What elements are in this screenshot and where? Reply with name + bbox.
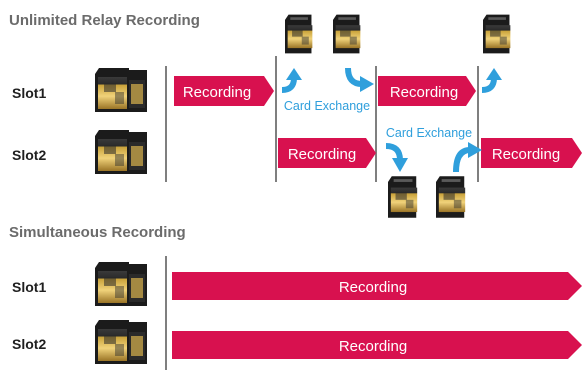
sd-card-icon xyxy=(285,14,313,54)
simultaneous-slot2-label: Slot2 xyxy=(12,336,47,352)
simultaneous-slot1-recording-arrow: Recording xyxy=(172,272,582,300)
slot2-card-pair-icon xyxy=(95,130,147,174)
simultaneous-slot2-card-pair-icon xyxy=(95,320,147,364)
card-eject-arrow-icon xyxy=(281,68,302,93)
relay-slot2-label: Slot2 xyxy=(12,147,47,163)
sd-card-icon xyxy=(333,14,361,54)
slot1-card-pair-icon xyxy=(95,68,147,112)
relay-slot1-recording-arrow-1: Recording xyxy=(174,76,274,106)
card-eject-arrow-icon xyxy=(481,68,502,93)
sd-card-icon xyxy=(483,14,511,54)
recording-label: Recording xyxy=(492,146,560,163)
sd-card-icon xyxy=(388,176,418,218)
card-insert-arrow-icon xyxy=(385,143,408,172)
relay-section-title: Unlimited Relay Recording xyxy=(9,12,200,29)
relay-slot2-recording-arrow-2: Recording xyxy=(481,138,582,168)
recording-label: Recording xyxy=(339,279,407,296)
relay-slot1-recording-arrow-2: Recording xyxy=(378,76,476,106)
recording-label: Recording xyxy=(288,146,356,163)
recording-label: Recording xyxy=(183,84,251,101)
card-exchange-label: Card Exchange xyxy=(284,99,370,113)
simultaneous-section-title: Simultaneous Recording xyxy=(9,224,186,241)
recording-label: Recording xyxy=(339,338,407,355)
relay-slot2-recording-arrow-1: Recording xyxy=(278,138,376,168)
simultaneous-slot1-label: Slot1 xyxy=(12,279,47,295)
card-insert-arrow-icon xyxy=(345,67,374,92)
simultaneous-slot2-recording-arrow: Recording xyxy=(172,331,582,359)
relay-slot1-label: Slot1 xyxy=(12,85,47,101)
card-exchange-label: Card Exchange xyxy=(386,126,472,140)
recording-label: Recording xyxy=(390,84,458,101)
sd-card-icon xyxy=(436,176,466,218)
card-eject-arrow-icon xyxy=(453,142,482,173)
simultaneous-slot1-card-pair-icon xyxy=(95,262,147,306)
